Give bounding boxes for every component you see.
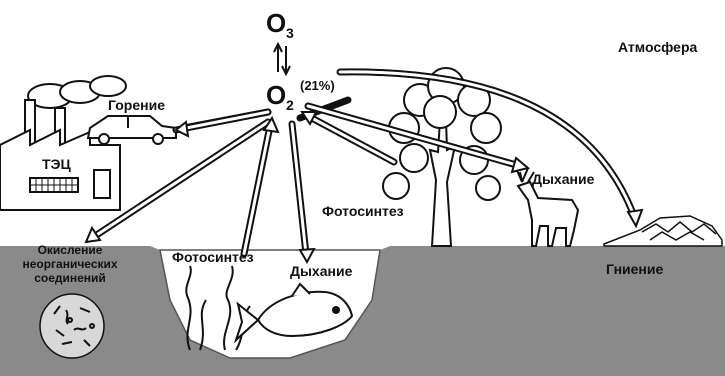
- photosynthesis-land-label: Фотосинтез: [322, 203, 404, 219]
- oxidation-label-line1: Окисление: [38, 243, 103, 257]
- oxygen-symbol: O: [266, 80, 286, 110]
- flow-arrows: [86, 72, 642, 262]
- ozone-exchange-arrows: [274, 44, 290, 74]
- combustion-label: Горение: [108, 97, 165, 113]
- respiration-land-label: Дыхание: [532, 171, 595, 187]
- photosynthesis-water-label: Фотосинтез: [172, 249, 254, 265]
- decay-label: Гниение: [606, 261, 663, 277]
- oxygen-share-label: (21%): [300, 78, 335, 93]
- microbes-icon: [40, 294, 104, 358]
- power-plant: [0, 100, 120, 210]
- atmosphere-label: Атмосфера: [618, 39, 698, 55]
- car-icon: [88, 116, 176, 144]
- decaying-debris: [604, 216, 722, 246]
- ozone-subscript: 3: [286, 25, 294, 41]
- ozone-symbol: O: [266, 8, 286, 38]
- oxygen-subscript: 2: [286, 97, 294, 113]
- power-plant-label: ТЭЦ: [42, 156, 72, 172]
- oxidation-label-line3: соединений: [34, 271, 106, 285]
- respiration-water-label: Дыхание: [290, 263, 353, 279]
- oxidation-label-line2: неорганических: [22, 257, 117, 271]
